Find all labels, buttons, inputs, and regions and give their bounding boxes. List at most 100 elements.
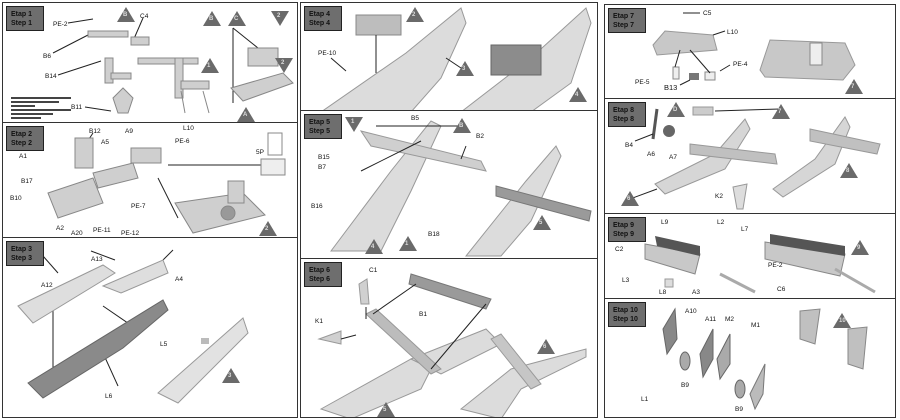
step-label-pl: Etap 6 — [309, 267, 331, 274]
part-label: A3 — [692, 289, 700, 296]
part-label: B2 — [476, 133, 484, 140]
callout-triangle: 1 — [345, 117, 363, 132]
step-header: Etap 9 Step 9 — [608, 217, 646, 242]
part-label: A4 — [175, 276, 183, 283]
callout-triangle: 4 — [569, 87, 587, 102]
part-label: A9 — [125, 128, 133, 135]
part-label: A10 — [685, 308, 697, 315]
part-label: M1 — [751, 322, 761, 329]
part-label: PE-4 — [733, 61, 748, 68]
part-label: PE-2 — [53, 21, 68, 28]
part-label: B5 — [411, 115, 419, 122]
step-label-en: Step 2 — [11, 140, 33, 147]
callout-triangle: D — [667, 102, 685, 117]
engine-cowl-illustration — [652, 12, 856, 86]
part-label: PE-12 — [121, 230, 140, 237]
part-label: PE-11 — [93, 227, 111, 234]
part-label: L6 — [105, 393, 113, 400]
part-label: M2 — [725, 316, 735, 323]
part-label: B10 — [10, 195, 22, 202]
part-label: A5 — [101, 139, 109, 146]
aircraft-nose-illustration — [629, 106, 881, 210]
step-label-pl: Etap 2 — [11, 131, 33, 138]
step-label-en: Step 6 — [309, 276, 331, 283]
callout-triangle: 1 — [399, 236, 417, 251]
step-label-en: Step 4 — [309, 20, 331, 27]
cockpit-assembly-illustration — [47, 132, 286, 234]
part-label: C4 — [140, 13, 149, 20]
callout-triangle: C — [228, 11, 246, 26]
part-label: A6 — [647, 151, 655, 158]
part-label: K1 — [315, 318, 323, 325]
callout-triangle: B — [117, 7, 135, 22]
callout-triangle: B — [203, 11, 221, 26]
callout-triangle: 3 — [222, 368, 240, 383]
part-label: A12 — [41, 282, 53, 289]
part-label: B16 — [311, 203, 323, 210]
callout-triangle: 6 — [537, 339, 555, 354]
step-label-pl: Etap 3 — [11, 246, 33, 253]
part-label: B12 — [89, 128, 101, 135]
callout-triangle: 2 — [406, 7, 424, 22]
callout-triangle: 2 — [271, 11, 289, 26]
part-label: L3 — [622, 277, 630, 284]
part-label: PE-2 — [768, 262, 783, 269]
part-label: K2 — [715, 193, 723, 200]
step-label-en: Step 3 — [11, 255, 33, 262]
part-label: 5P — [256, 149, 264, 156]
part-label: L7 — [741, 226, 749, 233]
part-label: B9 — [681, 382, 689, 389]
step-2-panel: Etap 2 Step 2 B12 A5 A9 L10 PE-6 A1 B17 B… — [2, 122, 298, 238]
paint-note — [11, 95, 71, 121]
seat-assembly-illustration — [52, 17, 294, 114]
step-label-en: Step 5 — [309, 128, 331, 135]
part-label: B9 — [735, 406, 743, 413]
step-label-pl: Etap 5 — [309, 119, 331, 126]
part-label: C5 — [703, 10, 712, 17]
step-header: Etap 2 Step 2 — [6, 126, 44, 151]
callout-triangle: 4 — [365, 239, 383, 254]
part-label: L9 — [661, 219, 669, 226]
step-header: Etap 6 Step 6 — [304, 262, 342, 287]
part-label: B1 — [419, 311, 427, 318]
part-label: L2 — [717, 219, 725, 226]
callout-triangle: 10 — [833, 313, 851, 328]
part-label: B15 — [318, 154, 330, 161]
step-label-pl: Etap 9 — [613, 222, 635, 229]
part-label: PE-6 — [175, 138, 190, 145]
step-label-en: Step 9 — [613, 231, 635, 238]
part-label: A20 — [71, 230, 83, 237]
callout-triangle: 1 — [201, 58, 219, 73]
callout-triangle: 2 — [259, 221, 277, 236]
part-label: L8 — [659, 289, 667, 296]
part-label: B17 — [21, 178, 33, 185]
part-label: B18 — [428, 231, 440, 238]
callout-triangle: 7 — [772, 104, 790, 119]
step-header: Etap 3 Step 3 — [6, 241, 44, 266]
part-label: A11 — [705, 316, 717, 323]
callout-triangle: 7 — [845, 79, 863, 94]
part-label: L10 — [183, 125, 194, 132]
callout-triangle: 3 — [456, 61, 474, 76]
step-label-en: Step 8 — [613, 116, 635, 123]
part-label: PE-5 — [635, 79, 650, 86]
callout-triangle: 5 — [533, 215, 551, 230]
callout-triangle: 8 — [840, 163, 858, 178]
part-label: L5 — [160, 341, 168, 348]
callout-triangle: 2 — [275, 58, 293, 73]
part-label: A1 — [19, 153, 27, 160]
step-label-pl: Etap 1 — [11, 11, 33, 18]
part-label: B4 — [625, 142, 633, 149]
callout-triangle: 6 — [621, 191, 639, 206]
fuselage-assembly-illustration — [330, 120, 592, 257]
